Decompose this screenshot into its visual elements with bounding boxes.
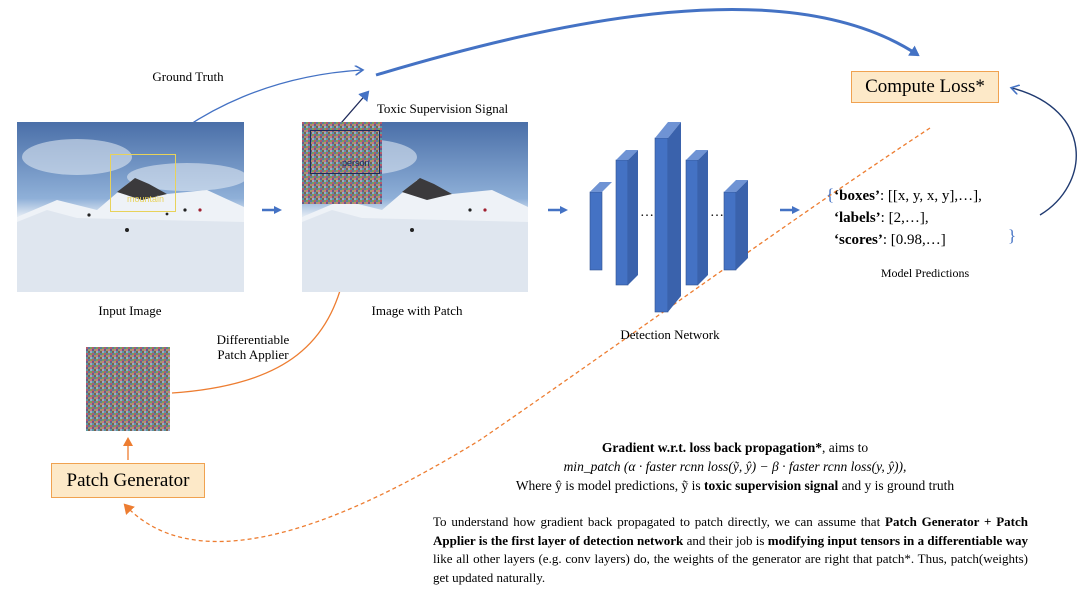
input-image-scene: [17, 122, 244, 292]
noise-patch: [86, 347, 170, 431]
scores-key: ‘scores’: [834, 232, 883, 248]
scores-line: ‘scores’: [0.98,…]: [826, 229, 1036, 251]
toxic-signal-label: Toxic Supervision Signal: [376, 101, 509, 116]
ground-truth-box: [110, 154, 176, 212]
gradient-title-line: Gradient w.r.t. loss back propagation*, …: [440, 438, 1030, 457]
patch-applier-line-2: Patch Applier: [217, 347, 289, 362]
predictions-loss-arrow: [1012, 88, 1077, 216]
explanation-part-3: like all other layers (e.g. conv layers)…: [433, 551, 1028, 585]
patch-applier-label: Differentiable Patch Applier: [198, 332, 308, 362]
gradient-title: Gradient w.r.t. loss back propagation*: [601, 440, 823, 455]
ellipsis-2: …: [710, 205, 724, 220]
patch-applier-line-1: Differentiable: [216, 332, 290, 347]
gradient-formula: min_patch (α · faster rcnn loss(ỹ, ŷ) − …: [563, 459, 907, 474]
patch-generator-box: Patch Generator: [51, 463, 205, 498]
mountain-tag: mountain: [127, 194, 165, 204]
gradient-title-rest: , aims to: [822, 440, 869, 455]
compute-loss-box: Compute Loss*: [851, 71, 999, 103]
explanation-paragraph: To understand how gradient back propagat…: [433, 513, 1028, 587]
open-brace: {: [826, 185, 835, 204]
where-part-2: and y is ground truth: [838, 478, 955, 493]
labels-key: ‘labels’: [834, 210, 881, 226]
adversarial-patch-overlay: [302, 122, 382, 204]
explanation-part-1: To understand how gradient back propagat…: [433, 514, 886, 529]
ellipsis-1: …: [640, 205, 654, 220]
image-with-patch-label: Image with Patch: [371, 303, 463, 318]
patch-applier-arrow: [171, 270, 350, 394]
gradient-block: Gradient w.r.t. loss back propagation*, …: [440, 438, 1030, 495]
model-predictions-label: Model Predictions: [880, 266, 970, 280]
boxes-value: : [[x, y, x, y],…],: [880, 188, 982, 204]
where-bold: toxic supervision signal: [704, 478, 839, 493]
explanation-bold-2: modifying input tensors in a differentia…: [767, 532, 1028, 548]
where-part-1: Where ŷ is model predictions, ỹ is: [515, 478, 705, 493]
labels-line: ‘labels’: [2,…],: [826, 207, 1036, 229]
main-arc-arrow: [375, 7, 920, 77]
arrow-right-icon: [262, 206, 282, 214]
gradient-backprop-arrow: [123, 127, 931, 543]
arrow-right-icon: [548, 206, 568, 214]
patched-image-scene: [302, 122, 528, 292]
input-image: mountain: [17, 122, 244, 292]
explanation-bold-1: Patch Generator + Patch Applier is the f…: [433, 514, 1028, 548]
arrow-up-icon: [123, 437, 133, 460]
image-with-patch: person: [302, 122, 528, 292]
predictions-dict: {‘boxes’: [[x, y, x, y],…], ‘labels’: [2…: [826, 184, 1036, 251]
close-brace: }: [1008, 226, 1017, 245]
gradient-where-line: Where ŷ is model predictions, ỹ is toxic…: [440, 476, 1030, 495]
boxes-key: ‘boxes’: [834, 188, 880, 204]
scores-value: : [0.98,…]: [882, 232, 946, 248]
arrow-right-icon: [780, 206, 800, 214]
detection-network-label: Detection Network: [620, 327, 720, 342]
toxic-box: [310, 130, 380, 174]
input-image-label: Input Image: [98, 303, 162, 318]
person-tag: person: [342, 158, 370, 168]
ground-truth-label: Ground Truth: [152, 69, 224, 84]
explanation-part-2: and their job is: [683, 532, 768, 548]
detection-network-layers: [589, 122, 748, 313]
labels-value: : [2,…],: [880, 210, 929, 226]
boxes-line: {‘boxes’: [[x, y, x, y],…],: [826, 184, 1036, 207]
